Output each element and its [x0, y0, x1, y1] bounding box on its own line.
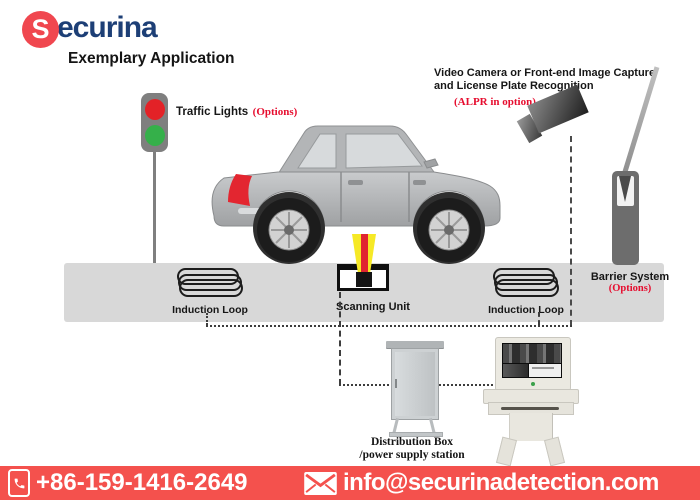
distribution-box-line1: Distribution Box: [370, 436, 454, 448]
connector-line-main: [206, 325, 572, 327]
distribution-box-line2: /power supply station: [359, 449, 465, 461]
car-rear-wheel: [257, 198, 321, 262]
traffic-light-red-lamp: [144, 99, 165, 120]
phone-contact[interactable]: +86-159-1416-2649: [8, 466, 248, 500]
workstation-screen: [502, 343, 562, 378]
traffic-lights-option: (Options): [252, 106, 298, 118]
workstation-leg: [495, 436, 518, 467]
workstation-monitor: [495, 337, 571, 391]
barrier-post-panel: [617, 176, 634, 206]
keyboard-slot: [501, 407, 559, 410]
scan-software-panel: [529, 364, 561, 377]
induction-loop-left: Induction Loop: [172, 268, 248, 316]
scanning-unit-label: Scanning Unit: [336, 301, 410, 313]
distribution-box-lid: [386, 341, 444, 348]
workstation-pedestal: [509, 413, 553, 441]
loop-coil: [495, 279, 559, 297]
camera-caption-line1: Video Camera or Front-end Image Capture: [434, 67, 656, 79]
distribution-box-icon: [386, 341, 444, 437]
camera-caption-option: (ALPR in option): [454, 96, 536, 108]
phone-number[interactable]: +86-159-1416-2649: [36, 469, 248, 496]
workstation-leg: [543, 436, 566, 467]
induction-loop-right: Induction Loop: [488, 268, 564, 316]
phone-icon: [8, 469, 30, 497]
car-taillight: [228, 174, 252, 206]
email-contact[interactable]: info@securinadetection.com: [304, 466, 659, 500]
scan-image-bottom: [503, 364, 528, 377]
car-illustration: [211, 125, 501, 264]
induction-loop-left-label: Induction Loop: [172, 304, 248, 316]
distribution-box-stand: [389, 432, 443, 437]
barrier-post-notch: [619, 176, 631, 202]
traffic-light-green-lamp: [144, 125, 165, 146]
car-front-window: [345, 133, 423, 169]
barrier-post: [612, 171, 639, 265]
scan-software-toolbar: [532, 367, 554, 369]
contact-bar: +86-159-1416-2649 info@securinadetection…: [0, 466, 700, 500]
camera-connector-line: [570, 136, 572, 326]
distribution-box-label: Distribution Box /power supply station: [350, 436, 474, 462]
traffic-light-pole: [153, 152, 156, 264]
operator-workstation-icon: [483, 334, 579, 467]
securina-logo-icon: S: [22, 11, 59, 48]
distribution-box-body: [391, 348, 439, 420]
barrier-system-option: (Options): [608, 283, 652, 294]
monitor-power-led: [531, 382, 535, 386]
connector-scanner-vertical: [339, 292, 341, 385]
page-title: Exemplary Application: [68, 50, 235, 67]
connector-stub-left-loop: [206, 313, 208, 325]
induction-loop-right-label: Induction Loop: [488, 304, 564, 316]
barrier-system-text: Barrier System: [590, 271, 670, 283]
mail-icon: [304, 471, 337, 495]
car-front-wheel: [417, 198, 481, 262]
phone-glyph: [14, 478, 24, 488]
loop-coil: [179, 279, 243, 297]
connector-stub-right-loop: [538, 312, 540, 325]
scanner-beam-core: [361, 234, 368, 272]
distribution-box-handle: [395, 379, 397, 388]
traffic-lights-text: Traffic Lights: [176, 106, 249, 118]
camera-caption: Video Camera or Front-end Image Capture …: [434, 67, 684, 109]
email-address[interactable]: info@securinadetection.com: [343, 469, 659, 496]
securina-logo-text: ecurina: [57, 11, 158, 44]
car-rear-window: [297, 133, 337, 169]
car-body: [211, 171, 501, 227]
car-mirror: [423, 158, 439, 169]
barrier-system-label: Barrier System (Options): [587, 271, 673, 295]
scan-image-top: [503, 344, 561, 363]
traffic-lights-label: Traffic Lights (Options): [176, 102, 297, 120]
camera-caption-line2: and License Plate Recognition: [434, 80, 594, 92]
scanner-receiver: [356, 272, 372, 287]
traffic-light-icon: [141, 93, 168, 152]
